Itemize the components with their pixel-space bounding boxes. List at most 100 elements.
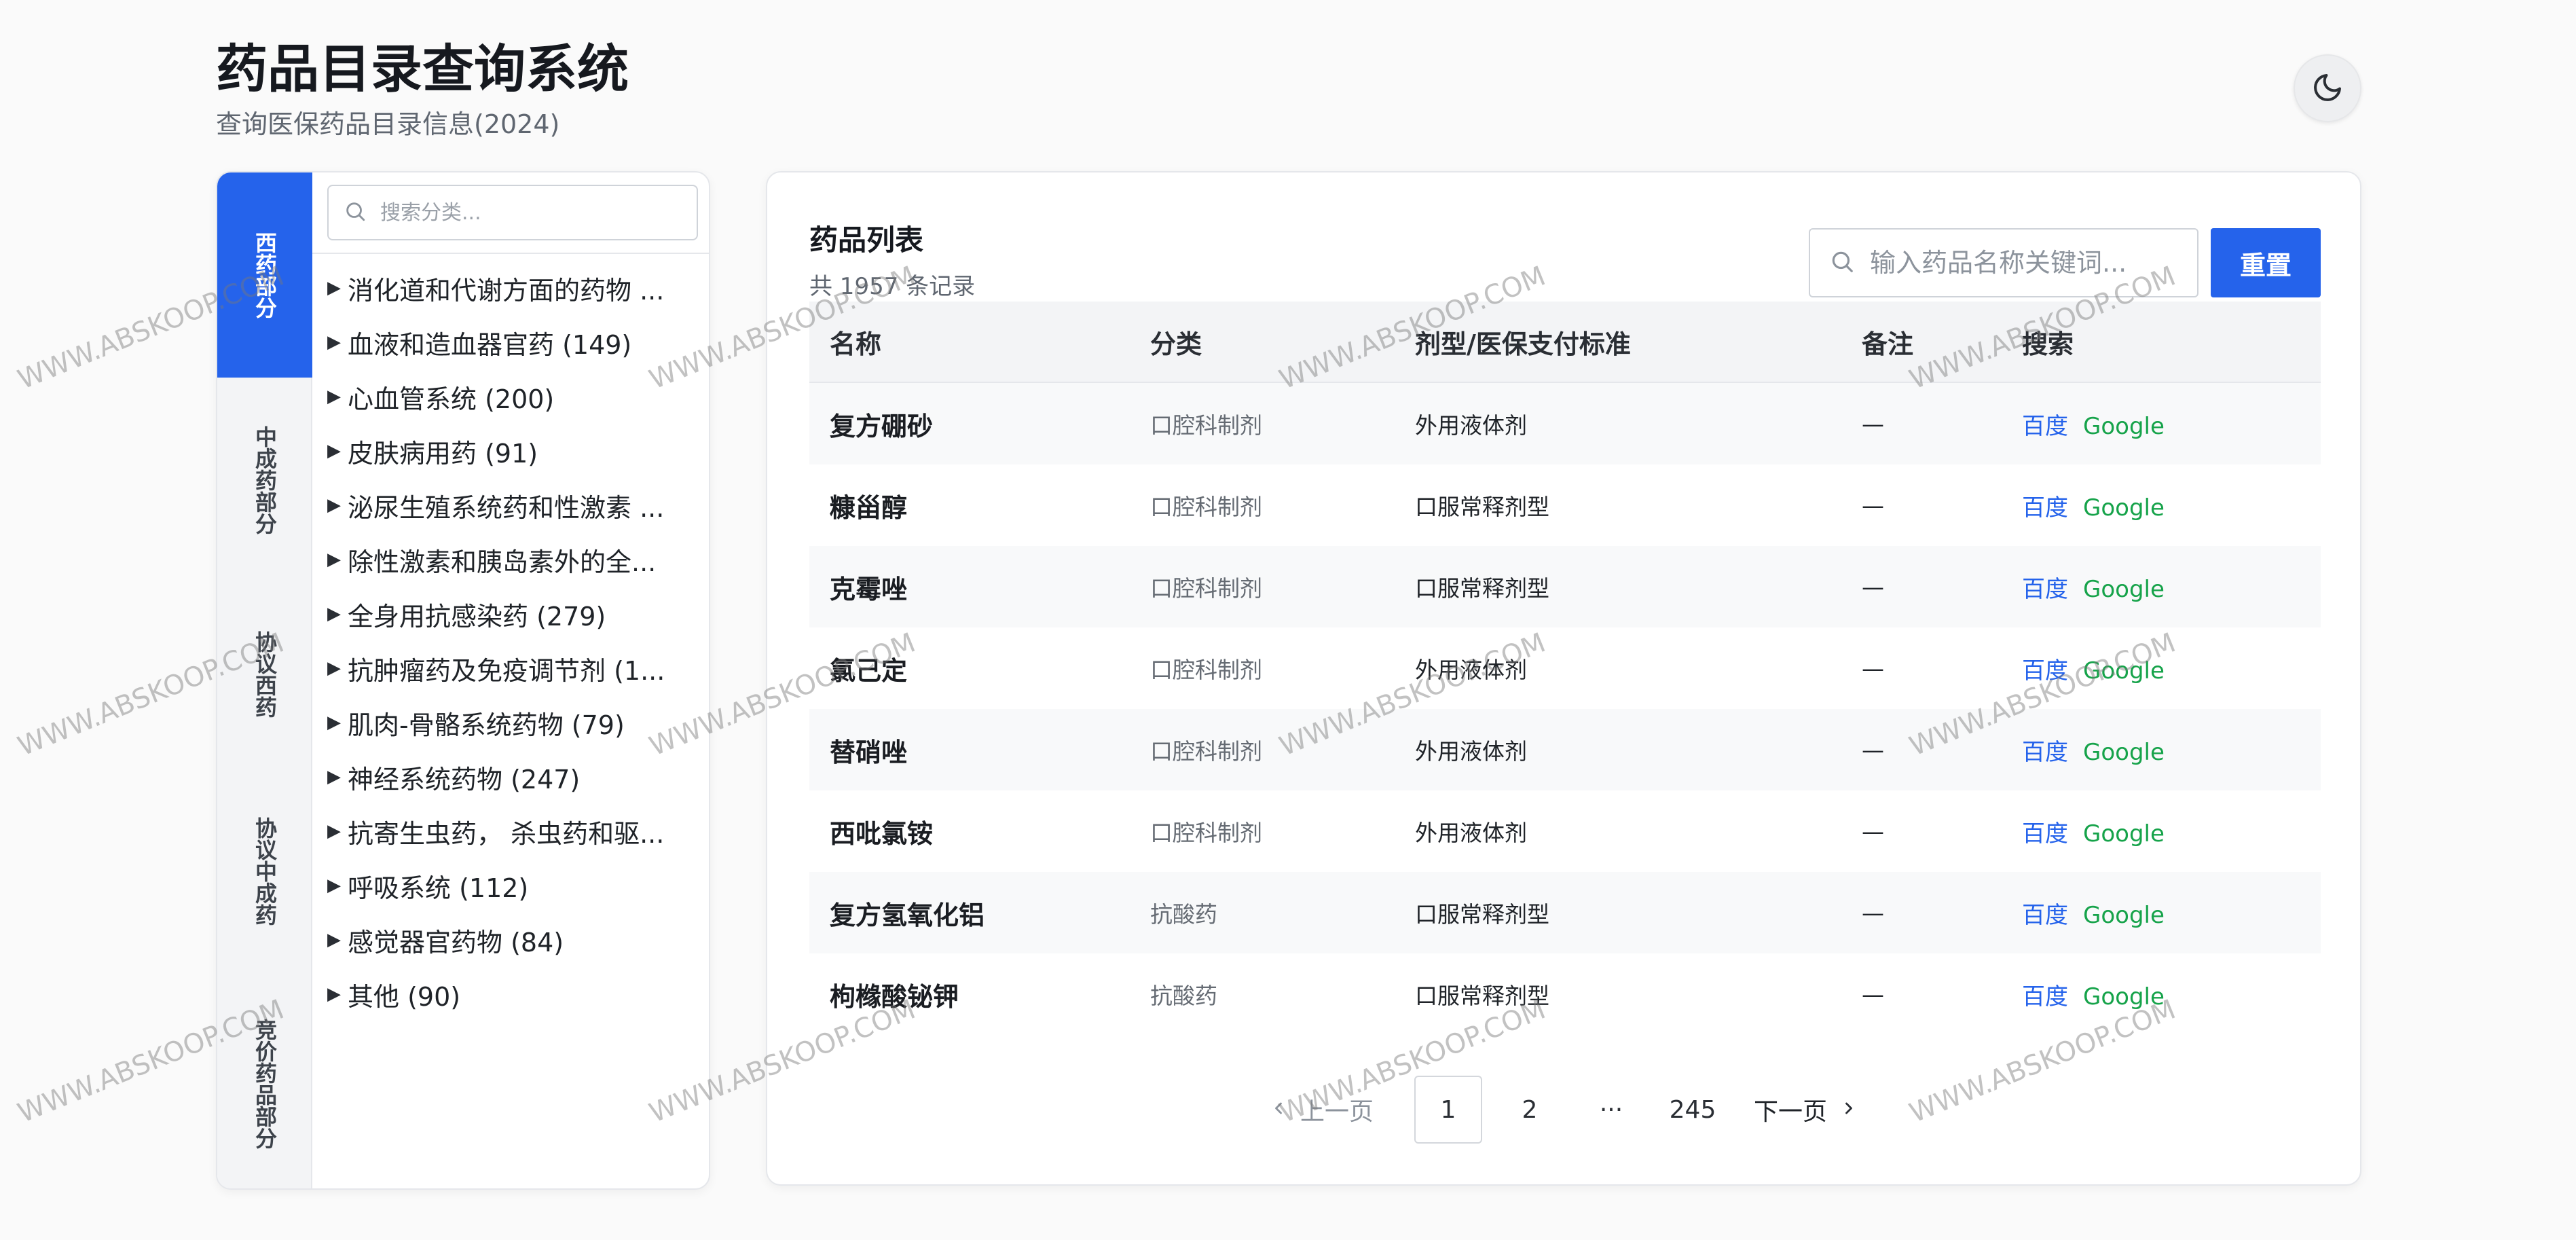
drug-category: 口腔科制剂 [1150,575,1262,602]
category-item[interactable]: ▶皮肤病用药 (91) [327,438,538,469]
category-area: ▶消化道和代谢方面的药物 ... ▶血液和造血器官药 (149) ▶心血管系统 … [312,172,709,1188]
drug-name: 复方硼砂 [830,411,934,441]
page-subtitle: 查询医保药品目录信息(2024) [216,109,560,139]
category-item[interactable]: ▶消化道和代谢方面的药物 ... [327,275,665,306]
baidu-search-link[interactable]: 百度 [2022,412,2068,440]
google-search-link[interactable]: Google [2083,412,2165,440]
caret-right-icon: ▶ [327,604,341,624]
drug-search-input[interactable] [1870,248,2189,278]
caret-right-icon: ▶ [327,386,341,407]
drug-category: 口腔科制剂 [1150,412,1262,439]
drug-note: — [1862,899,1884,926]
google-search-link[interactable]: Google [2083,494,2165,522]
google-search-link[interactable]: Google [2083,657,2165,685]
category-item[interactable]: ▶心血管系统 (200) [327,384,555,414]
category-item[interactable]: ▶血液和造血器官药 (149) [327,329,632,360]
category-item[interactable]: ▶抗肿瘤药及免疫调节剂 (1... [327,655,665,686]
caret-right-icon: ▶ [327,930,341,950]
caret-right-icon: ▶ [327,875,341,896]
table-header: 名称 分类 剂型/医保支付标准 备注 搜索 [809,302,2321,383]
drug-name: 糠甾醇 [830,492,908,523]
page-button-last[interactable]: 245 [1669,1095,1716,1124]
drug-form: 外用液体剂 [1415,820,1527,846]
page-button-1[interactable]: 1 [1414,1076,1482,1144]
google-search-link[interactable]: Google [2083,901,2165,929]
category-panel: 西药部分 中成药部分 协议西药 协议中成药 竞价药品部分 ▶消化道和代谢方面的药… [216,171,710,1190]
tab-agreement-western[interactable]: 协议西药 [252,631,278,718]
baidu-search-link[interactable]: 百度 [2022,901,2068,929]
drug-name: 枸橼酸铋钾 [830,981,959,1012]
drug-name: 替硝唑 [830,737,908,767]
tab-bidding-drugs[interactable]: 竞价药品部分 [252,1019,278,1149]
page-button-2[interactable]: 2 [1522,1095,1538,1124]
baidu-search-link[interactable]: 百度 [2022,738,2068,766]
divider [312,253,709,254]
theme-toggle-button[interactable] [2294,54,2361,122]
drug-note: — [1862,655,1884,682]
chevron-left-icon [1269,1095,1288,1124]
category-item[interactable]: ▶泌尿生殖系统药和性激素 ... [327,492,665,523]
column-header: 搜索 [2022,329,2074,359]
baidu-search-link[interactable]: 百度 [2022,983,2068,1010]
category-item[interactable]: ▶抗寄生虫药， 杀虫药和驱... [327,818,665,849]
caret-right-icon: ▶ [327,821,341,841]
category-item[interactable]: ▶全身用抗感染药 (279) [327,601,606,632]
tab-chinese-patent-medicine[interactable]: 中成药部分 [252,426,278,534]
caret-right-icon: ▶ [327,549,341,570]
pagination: 上一页 1 2 ··· 245 下一页 [767,1076,2360,1144]
drug-list-panel: 药品列表 共 1957 条记录 重置 名称 分类 剂型/医保支付标准 备注 搜索… [766,171,2361,1186]
drug-form: 外用液体剂 [1415,738,1527,765]
category-item[interactable]: ▶肌肉-骨骼系统药物 (79) [327,710,625,740]
drug-form: 口服常释剂型 [1415,575,1549,602]
drug-category: 抗酸药 [1150,983,1217,1009]
drug-category: 口腔科制剂 [1150,820,1262,846]
drug-note: — [1862,736,1884,763]
google-search-link[interactable]: Google [2083,820,2165,847]
search-icon [1829,249,1855,277]
baidu-search-link[interactable]: 百度 [2022,820,2068,847]
caret-right-icon: ▶ [327,332,341,352]
caret-right-icon: ▶ [327,767,341,787]
drug-note: — [1862,573,1884,600]
category-item[interactable]: ▶其他 (90) [327,981,461,1012]
baidu-search-link[interactable]: 百度 [2022,575,2068,603]
drug-category: 口腔科制剂 [1150,738,1262,765]
caret-right-icon: ▶ [327,278,341,298]
baidu-search-link[interactable]: 百度 [2022,657,2068,685]
tab-western-medicine[interactable]: 西药部分 [217,172,312,378]
baidu-search-link[interactable]: 百度 [2022,494,2068,522]
category-search-input[interactable] [380,200,679,225]
reset-button[interactable]: 重置 [2211,228,2321,297]
drug-name: 复方氢氧化铝 [830,900,985,930]
page-ellipsis[interactable]: ··· [1599,1095,1623,1124]
category-item[interactable]: ▶神经系统药物 (247) [327,764,581,795]
table-body: 复方硼砂 口腔科制剂 外用液体剂 — 百度 Google 糠甾醇 口腔科制剂 口服… [809,383,2321,1035]
record-count: 共 1957 条记录 [809,273,976,300]
drug-note: — [1862,818,1884,845]
google-search-link[interactable]: Google [2083,983,2165,1010]
column-header: 剂型/医保支付标准 [1415,329,1631,359]
category-item[interactable]: ▶呼吸系统 (112) [327,873,529,903]
caret-right-icon: ▶ [327,441,341,461]
category-item[interactable]: ▶感觉器官药物 (84) [327,927,564,958]
drug-search-box [1809,228,2198,297]
drug-note: — [1862,492,1884,519]
next-page-button[interactable]: 下一页 [1754,1092,1858,1127]
prev-page-button[interactable]: 上一页 [1269,1092,1374,1127]
table-row: 替硝唑 口腔科制剂 外用液体剂 — 百度 Google [809,709,2321,790]
google-search-link[interactable]: Google [2083,738,2165,766]
caret-right-icon: ▶ [327,658,341,678]
drug-form: 外用液体剂 [1415,657,1527,683]
drug-name: 氯己定 [830,655,908,686]
drug-form: 口服常释剂型 [1415,901,1549,928]
section-tabs: 西药部分 中成药部分 协议西药 协议中成药 竞价药品部分 [217,172,312,1188]
drug-table: 名称 分类 剂型/医保支付标准 备注 搜索 复方硼砂 口腔科制剂 外用液体剂 —… [809,302,2321,1035]
google-search-link[interactable]: Google [2083,575,2165,603]
prev-page-label: 上一页 [1300,1097,1374,1125]
category-item[interactable]: ▶除性激素和胰岛素外的全... [327,547,657,577]
drug-note: — [1862,410,1884,437]
tab-agreement-chinese[interactable]: 协议中成药 [252,817,278,926]
